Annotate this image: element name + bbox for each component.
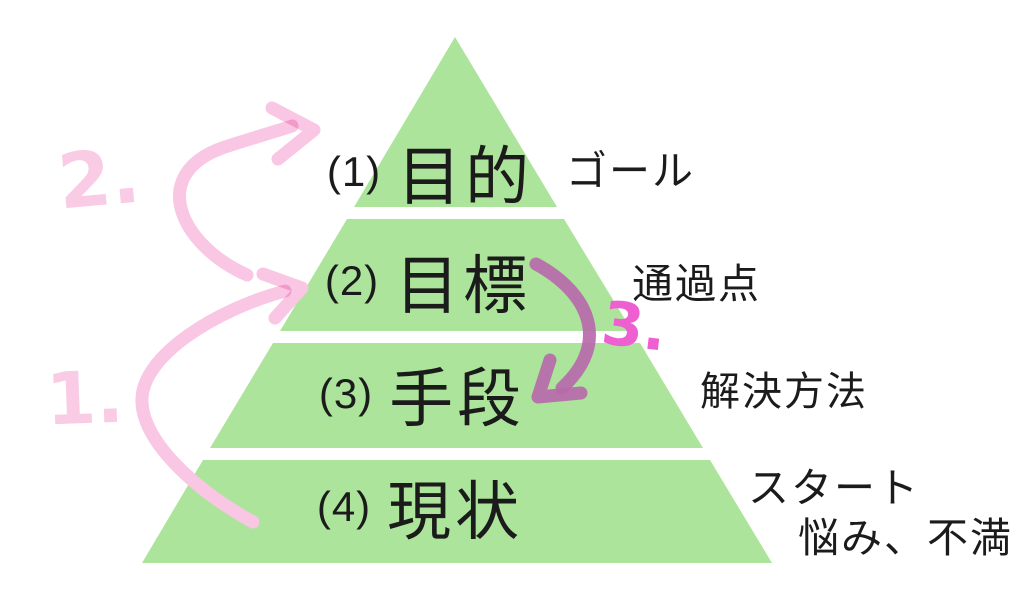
level-2-label: (2) 目標 [325, 235, 531, 327]
level-1-label: (1) 目的 [327, 126, 533, 218]
level-4-side-label: スタート 悩み、不満 [748, 463, 1013, 563]
step-1-label: 1. [44, 354, 125, 442]
level-3-title: 手段 [389, 363, 526, 435]
step-2-label: 2. [54, 130, 144, 227]
level-4-side-label-line2: 悩み、不満 [798, 515, 1013, 562]
level-1-side-label: ゴール [566, 148, 695, 194]
level-4-number: (4) [316, 483, 372, 530]
level-3-label: (3) 手段 [319, 348, 525, 440]
level-4-label: (4) 現状 [317, 461, 523, 553]
level-4-title: 現状 [387, 476, 524, 548]
level-4-side-label-line1: スタート [748, 465, 920, 511]
level-3-number: (3) [318, 370, 374, 417]
level-3-side-label: 解決方法 [700, 370, 868, 414]
pyramid-level-1-shape [354, 37, 557, 207]
level-2-side-label: 通過点 [632, 261, 761, 307]
level-2-number: (2) [324, 257, 380, 304]
level-1-number: (1) [326, 148, 382, 195]
level-1-title: 目的 [397, 141, 534, 213]
step-3-label: 3. [597, 288, 671, 366]
level-2-title: 目標 [395, 250, 532, 322]
pyramid-level-4-shape [142, 460, 772, 563]
